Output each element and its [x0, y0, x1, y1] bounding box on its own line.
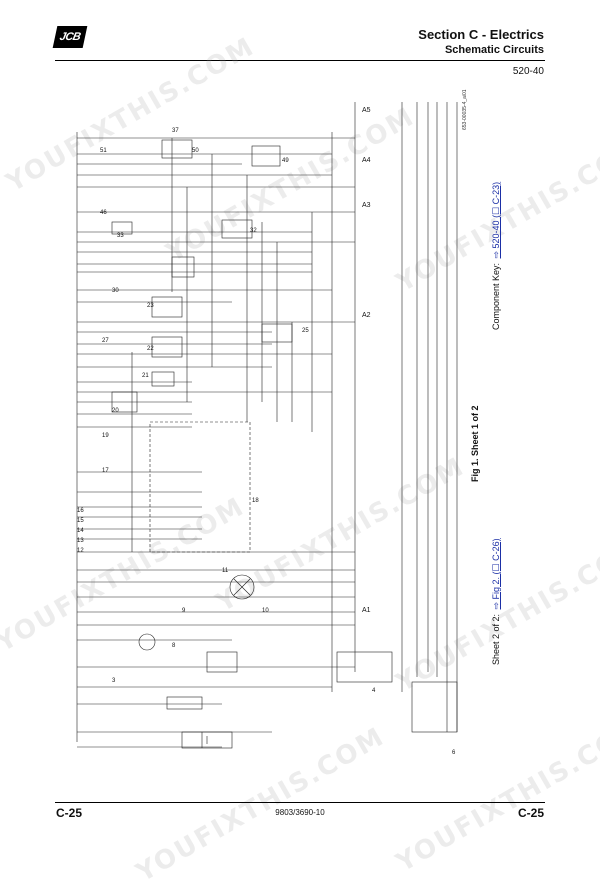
section-title: Section C - Electrics: [418, 27, 544, 42]
svg-text:A1: A1: [362, 607, 371, 614]
svg-text:18: 18: [252, 498, 259, 504]
svg-text:21: 21: [142, 373, 149, 379]
page-title: Section C - Electrics Schematic Circuits: [418, 27, 544, 56]
svg-text:12: 12: [77, 548, 84, 554]
svg-text:A5: A5: [362, 107, 371, 114]
sheet-2-label: Sheet 2 of 2:: [491, 613, 501, 665]
svg-text:9: 9: [182, 608, 186, 614]
svg-text:20: 20: [112, 408, 119, 414]
header-rule: [55, 60, 545, 61]
svg-text:13: 13: [77, 538, 84, 544]
svg-text:27: 27: [102, 338, 109, 344]
section-subtitle: Schematic Circuits: [444, 44, 544, 56]
jcb-logo: JCB: [52, 26, 88, 48]
svg-text:11: 11: [222, 568, 229, 574]
sheet-2-link[interactable]: ⇨ Fig 2. (☐ C-26): [491, 538, 501, 610]
svg-text:A4: A4: [362, 157, 371, 164]
svg-text:23: 23: [147, 303, 154, 309]
section-code: 520-40: [512, 66, 544, 77]
component-key-link[interactable]: ⇨ 520-40 (☐ C-23): [491, 181, 501, 259]
sheet-2-reference: Sheet 2 of 2: ⇨ Fig 2. (☐ C-26): [486, 538, 504, 665]
svg-text:25: 25: [302, 328, 309, 334]
svg-text:3: 3: [112, 678, 116, 684]
svg-text:4: 4: [372, 688, 376, 694]
document-number: 9803/3690-10: [275, 808, 325, 817]
svg-text:19: 19: [102, 433, 109, 439]
figure-caption: Fig 1. Sheet 1 of 2: [470, 405, 480, 482]
footer-rule: [55, 802, 545, 803]
wiring-schematic: 37 51 50 49 46 32 33 30 23 22 25 27 21 2…: [76, 102, 458, 756]
svg-text:46: 46: [100, 210, 107, 216]
svg-text:30: 30: [112, 288, 119, 294]
svg-text:6: 6: [452, 750, 456, 756]
svg-text:10: 10: [262, 608, 269, 614]
component-key: Component Key: ⇨ 520-40 (☐ C-23): [486, 182, 504, 330]
svg-text:8: 8: [172, 643, 176, 649]
svg-text:49: 49: [282, 158, 289, 164]
svg-text:A3: A3: [362, 202, 371, 209]
svg-text:22: 22: [147, 346, 154, 352]
svg-text:17: 17: [102, 468, 109, 474]
svg-text:16: 16: [77, 508, 84, 514]
svg-text:A2: A2: [362, 312, 371, 319]
svg-text:15: 15: [77, 518, 84, 524]
svg-text:14: 14: [77, 528, 84, 534]
page-number-left: C-25: [56, 806, 83, 820]
svg-text:37: 37: [172, 128, 179, 134]
svg-text:32: 32: [250, 228, 257, 234]
component-key-label: Component Key:: [491, 262, 501, 330]
drawing-reference: 653-00035-4_ai01: [462, 89, 468, 130]
svg-text:51: 51: [100, 148, 107, 154]
svg-text:50: 50: [192, 148, 199, 154]
svg-text:33: 33: [117, 233, 124, 239]
page-number-right: C-25: [517, 806, 544, 820]
